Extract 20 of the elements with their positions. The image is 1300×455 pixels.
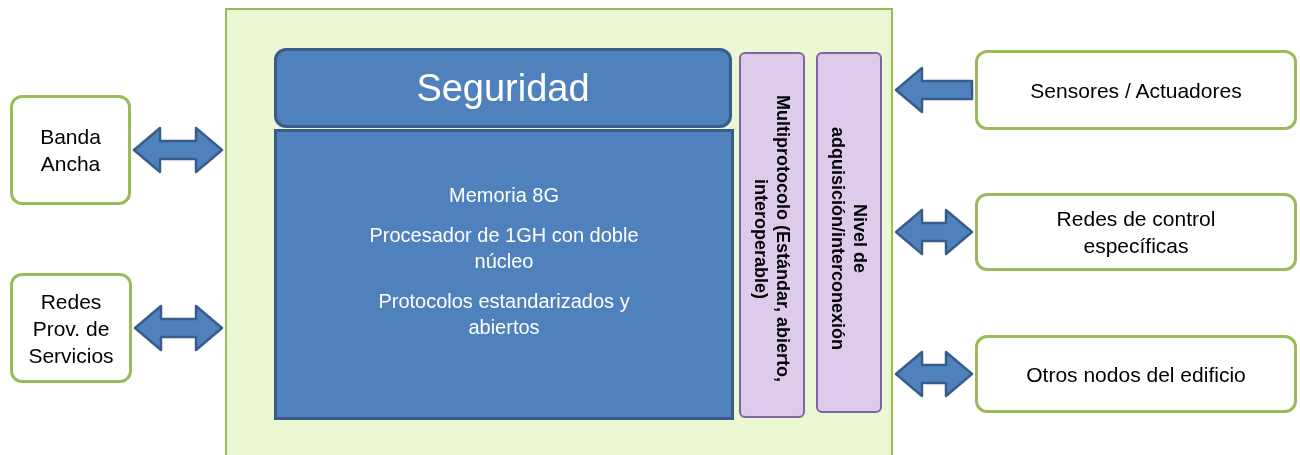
double-arrow [132, 126, 224, 174]
layer-bar [739, 52, 805, 418]
content-text: Procesador de 1GH con doble núcleo [368, 223, 640, 274]
double-arrow [894, 208, 974, 256]
network-box: Redes Prov. de Servicios [10, 273, 132, 383]
content-text: Protocolos estandarizados y abiertos [377, 289, 631, 340]
network-box: Redes de control específicas [975, 193, 1297, 271]
layer-label: Multiprotocolo (Estándar, abierto, interoperable) [750, 94, 794, 384]
double-arrow [133, 304, 224, 352]
network-box: Otros nodos del edificio [975, 335, 1297, 413]
network-box: Sensores / Actuadores [975, 50, 1297, 130]
network-box: Banda Ancha [10, 95, 131, 205]
layer-label: Nivel de adquisición/interconexión [827, 126, 871, 353]
header-box: Seguridad [274, 48, 732, 128]
content-box [274, 129, 734, 420]
layer-bar [816, 52, 882, 413]
double-arrow [894, 350, 974, 398]
block-arrow [894, 66, 974, 114]
content-text: Memoria 8G [449, 183, 559, 208]
container-box [225, 8, 893, 455]
